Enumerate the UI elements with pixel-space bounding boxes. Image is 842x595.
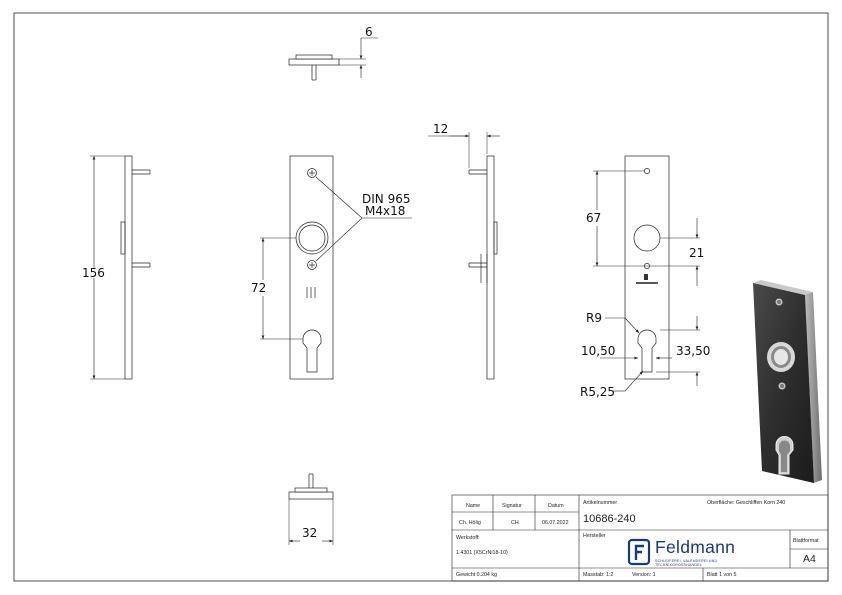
tb-blatt: Blatt 1 von 5 [707, 572, 737, 578]
dim-overall-length: 156 [82, 266, 105, 280]
tb-werkstoff-value: 1.4301 (X5CrNi18-10) [456, 550, 508, 556]
back-logo-mark [636, 274, 658, 284]
feldmann-logo: Feldmann SCHLEIFEREI, VALENDEREI UND TEC… [627, 537, 747, 567]
front-view [260, 155, 412, 380]
tb-massstab: Masstab: 1:2 [583, 572, 614, 578]
tb-werkstoff-label: Werkstoff: [456, 535, 480, 541]
title-block [451, 494, 829, 582]
dim-cylinder-radius: R9 [586, 311, 602, 325]
tb-date-value: 06.07.2022 [542, 520, 569, 526]
tb-article-number: 10686-240 [583, 513, 636, 525]
dim-cylinder-small-radius: R5,25 [580, 385, 615, 399]
screw-spec-line1: DIN 965 [362, 192, 410, 206]
dim-hole-diameter: 21 [689, 246, 704, 260]
drawing-frame [13, 12, 829, 582]
tb-header-signatur: Signatur [502, 503, 522, 509]
plate-3d-render [753, 280, 822, 483]
tb-header-datum: Datum [548, 503, 564, 509]
tb-header-artikel: Artikelnummer [583, 500, 618, 506]
screw-spec-line2: M4x18 [365, 204, 405, 218]
tb-hersteller-label: Hersteller [583, 533, 606, 539]
tb-header-name: Name [466, 503, 481, 509]
tb-sig-value: CH [511, 520, 519, 526]
dim-bottom-width: 32 [302, 526, 317, 540]
brand-name: Feldmann [655, 537, 736, 557]
tb-blattformat-value: A4 [803, 553, 816, 565]
bottom-view [288, 473, 334, 545]
dim-hole-offset: 67 [586, 211, 601, 225]
dim-side-thickness: 12 [433, 122, 448, 136]
tb-gewicht: Gewicht 0.204 kg [456, 572, 497, 578]
top-view [288, 37, 378, 81]
brand-tagline: SCHLEIFEREI, VALENDEREI UND TECHNIKGROSS… [655, 559, 718, 567]
dim-cylinder-left: 10,50 [581, 344, 615, 358]
tb-version: Version: 1 [632, 572, 656, 578]
right-side-view [428, 132, 500, 380]
feldmann-logo-mark-icon [627, 538, 651, 566]
back-view [593, 155, 700, 392]
tb-name-value: Ch. Hölig [459, 520, 481, 526]
tb-oberflaeche: Oberfläche: Geschliffen Korn 240 [707, 500, 786, 506]
dim-top-thickness: 6 [365, 25, 373, 39]
tb-blattformat-label: Blattformat [793, 538, 819, 544]
dim-cylinder-right: 33,50 [676, 344, 710, 358]
left-side-view [90, 155, 151, 380]
dim-screw-spacing: 72 [251, 281, 266, 295]
